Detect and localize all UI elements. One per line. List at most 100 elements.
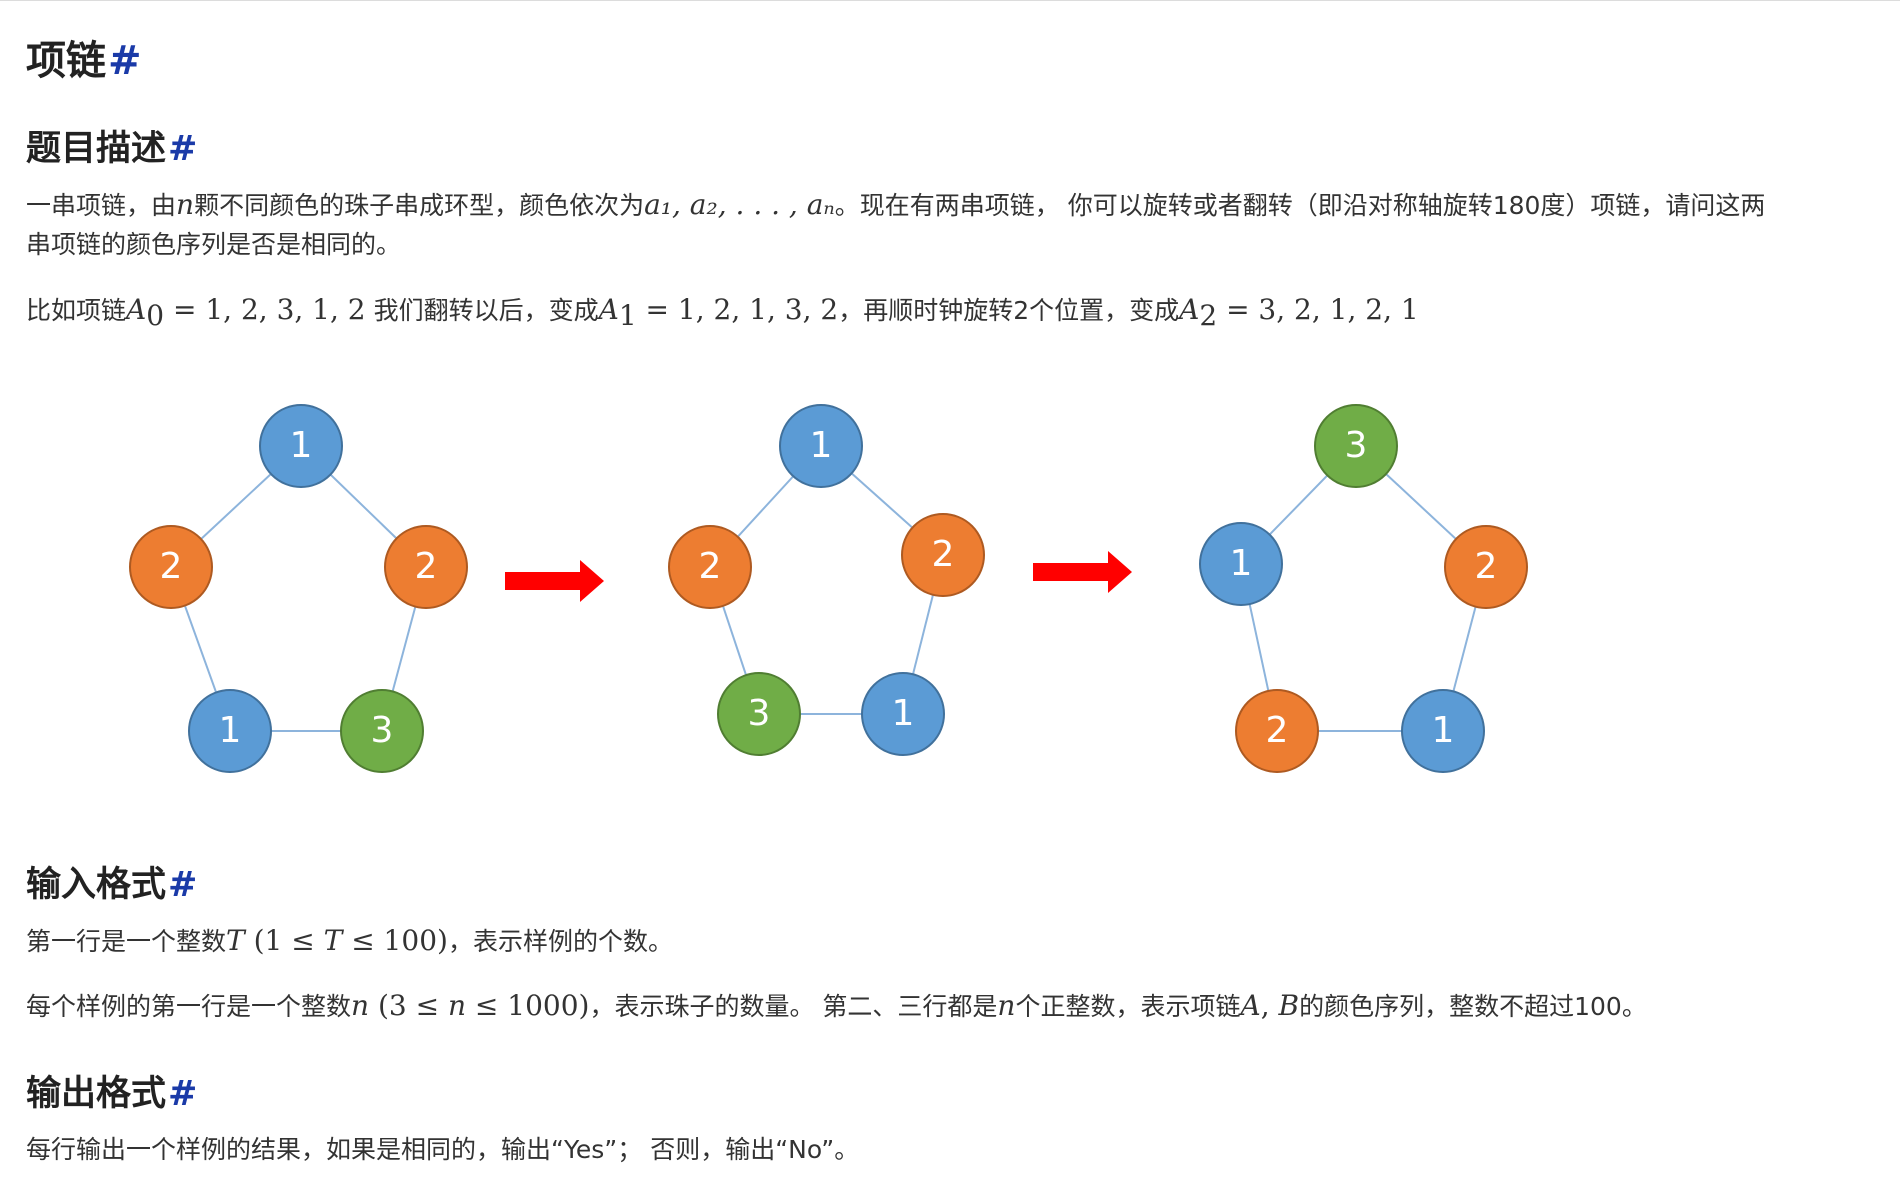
math-sub: 0 xyxy=(146,299,165,332)
bead-label: 3 xyxy=(748,693,771,734)
text-span: 串项链的颜色序列是否是相同的。 xyxy=(26,230,402,259)
bead-label: 1 xyxy=(290,425,313,466)
bead-circle xyxy=(1199,522,1283,606)
text-span: 每个样例的第一行是一个整数 xyxy=(26,992,352,1021)
description-line-2: 串项链的颜色序列是否是相同的。 xyxy=(26,226,401,264)
math-sequence: a₁, a₂, . . . , aₙ xyxy=(644,188,835,221)
math-span: , xyxy=(1260,989,1279,1022)
math-A0: A xyxy=(126,293,147,326)
bead-circle xyxy=(259,404,343,488)
bead-circle xyxy=(901,513,985,597)
bead-circle xyxy=(384,525,468,609)
bead-circle xyxy=(1314,404,1398,488)
page-title-text: 项链 xyxy=(26,38,106,84)
necklace-2: 1 2 1 3 2 xyxy=(668,404,985,756)
math-n: n xyxy=(176,188,195,221)
math-n: n xyxy=(997,989,1016,1022)
math-A2: A xyxy=(1179,293,1200,326)
bead: 3 xyxy=(340,689,424,773)
text-span: ，表示样例的个数。 xyxy=(447,927,673,956)
example-line: 比如项链A0 = 1, 2, 3, 1, 2 我们翻转以后，变成A1 = 1, … xyxy=(26,291,1419,330)
text-span: 每行输出一个样例的结果，如果是相同的，输出“Yes”； 否则，输出“No”。 xyxy=(26,1135,860,1164)
math-span: (1 ≤ xyxy=(244,924,324,957)
bead: 2 xyxy=(129,525,213,609)
bead-label: 1 xyxy=(810,425,833,466)
text-span: ，表示珠子的数量。 第二、三行都是 xyxy=(589,992,998,1021)
bead-circle xyxy=(1401,689,1485,773)
math-sub: 2 xyxy=(1199,299,1218,332)
arrow-right-icon xyxy=(505,560,604,602)
bead-label: 1 xyxy=(219,710,242,751)
math-span: ≤ 100) xyxy=(342,924,448,957)
bead: 1 xyxy=(1401,689,1485,773)
math-B: B xyxy=(1278,989,1300,1022)
description-heading: 题目描述# xyxy=(26,120,197,171)
description-anchor-link[interactable]: # xyxy=(168,129,198,169)
math-A1-value: = 1, 2, 1, 3, 2 xyxy=(636,293,839,326)
bead: 2 xyxy=(1444,525,1528,609)
necklace-1: 1 2 3 1 2 xyxy=(129,404,468,773)
arrow-right-icon xyxy=(1033,551,1132,593)
bead-label: 2 xyxy=(160,546,183,587)
math-T: T xyxy=(226,924,245,957)
bead-label: 1 xyxy=(1432,710,1455,751)
input-heading-text: 输入格式 xyxy=(26,865,167,905)
title-anchor-link[interactable]: # xyxy=(108,38,142,84)
bead-label: 2 xyxy=(699,546,722,587)
math-span: (3 ≤ xyxy=(369,989,448,1022)
output-heading-text: 输出格式 xyxy=(26,1074,167,1114)
text-span: 我们翻转以后，变成 xyxy=(365,296,599,325)
input-heading: 输入格式# xyxy=(26,856,197,907)
bead-label: 2 xyxy=(932,534,955,575)
necklace-3: 3 2 1 2 1 xyxy=(1199,404,1528,773)
bead-circle xyxy=(861,672,945,756)
bead: 1 xyxy=(779,404,863,488)
math-sub: 1 xyxy=(618,299,637,332)
math-A2-value: = 3, 2, 1, 2, 1 xyxy=(1217,293,1419,326)
text-span: 第一行是一个整数 xyxy=(26,927,227,956)
bead-circle xyxy=(779,404,863,488)
page-title: 项链# xyxy=(26,28,142,86)
input-line-2: 每个样例的第一行是一个整数n (3 ≤ n ≤ 1000)，表示珠子的数量。 第… xyxy=(26,987,1647,1026)
math-A: A xyxy=(1240,989,1261,1022)
bead: 1 xyxy=(1199,522,1283,606)
top-divider xyxy=(0,0,1900,1)
bead-circle xyxy=(1235,689,1319,773)
bead-label: 2 xyxy=(415,546,438,587)
bead: 1 xyxy=(259,404,343,488)
bead: 3 xyxy=(1314,404,1398,488)
text-span: 个正整数，表示项链 xyxy=(1015,992,1241,1021)
output-anchor-link[interactable]: # xyxy=(168,1074,198,1114)
text-span: 一串项链，由 xyxy=(26,191,177,220)
text-span: 颗不同颜色的珠子串成环型，颜色依次为 xyxy=(194,191,645,220)
bead-circle xyxy=(340,689,424,773)
bead-label: 1 xyxy=(892,693,915,734)
necklace-diagram: 1 2 3 1 2 1 2 1 3 2 3 2 xyxy=(129,404,1528,773)
math-A1: A xyxy=(598,293,619,326)
bead-circle xyxy=(188,689,272,773)
bead-circle xyxy=(1444,525,1528,609)
bead: 2 xyxy=(901,513,985,597)
bead: 1 xyxy=(188,689,272,773)
bead: 2 xyxy=(668,525,752,609)
math-T: T xyxy=(323,924,343,957)
math-A0-value: = 1, 2, 3, 1, 2 xyxy=(164,293,366,326)
bead: 3 xyxy=(717,672,801,756)
bead-label: 3 xyxy=(371,710,394,751)
bead-circle xyxy=(668,525,752,609)
bead-label: 2 xyxy=(1266,710,1289,751)
description-heading-text: 题目描述 xyxy=(26,129,167,169)
bead: 2 xyxy=(1235,689,1319,773)
output-heading: 输出格式# xyxy=(26,1065,197,1116)
text-span: ，再顺时钟旋转2个位置，变成 xyxy=(838,296,1180,325)
output-line-1: 每行输出一个样例的结果，如果是相同的，输出“Yes”； 否则，输出“No”。 xyxy=(26,1131,859,1169)
bead-circle xyxy=(129,525,213,609)
bead: 1 xyxy=(861,672,945,756)
bead-label: 3 xyxy=(1345,425,1368,466)
bead-circle xyxy=(717,672,801,756)
input-line-1: 第一行是一个整数T (1 ≤ T ≤ 100)，表示样例的个数。 xyxy=(26,922,673,961)
input-anchor-link[interactable]: # xyxy=(168,865,198,905)
bead-label: 1 xyxy=(1230,543,1253,584)
text-span: 的颜色序列，整数不超过100。 xyxy=(1299,992,1647,1021)
text-span: 比如项链 xyxy=(26,296,127,325)
